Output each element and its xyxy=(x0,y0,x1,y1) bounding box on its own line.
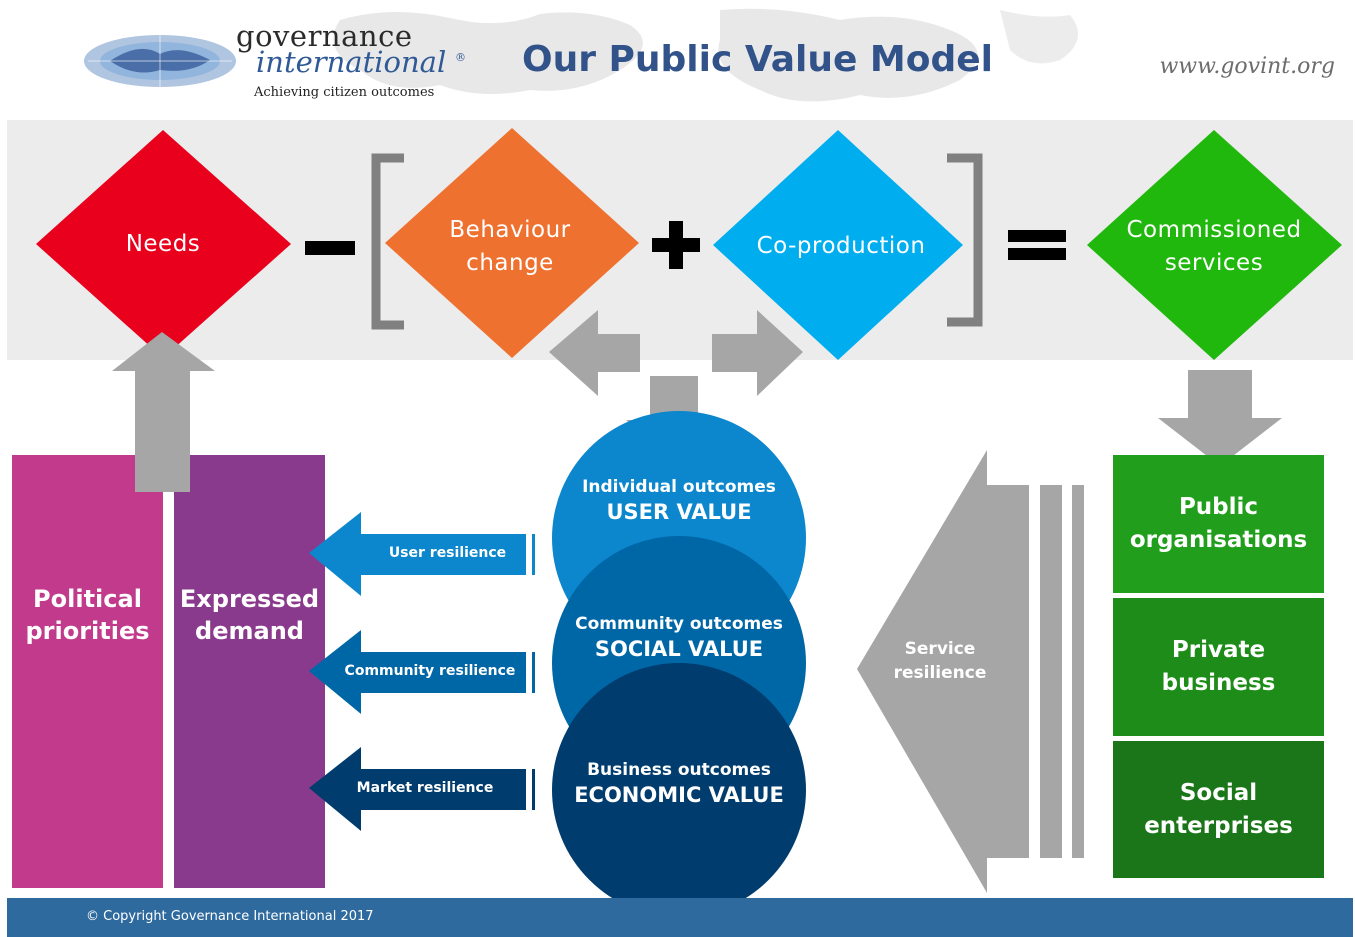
social-value-text: SOCIAL VALUE xyxy=(594,637,764,661)
individual-outcomes-text: Individual outcomes xyxy=(582,477,776,497)
service-resilience-label: Service resilience xyxy=(893,639,987,683)
social-enterprises-label: Social enterprises xyxy=(1144,779,1293,839)
equals-sign xyxy=(1008,230,1066,260)
user-value-label: Individual outcomes USER VALUE xyxy=(554,476,804,526)
needs-label: Needs xyxy=(125,230,201,257)
political-priorities-label: Political priorities xyxy=(25,585,150,645)
user-resilience-arrow xyxy=(309,512,535,596)
business-outcomes-text: Business outcomes xyxy=(587,760,771,780)
right-bracket xyxy=(947,153,983,327)
community-resilience-label: Community resilience xyxy=(344,663,516,679)
up-arrow-to-needs xyxy=(112,332,215,492)
logo-registered-mark: ® xyxy=(455,51,466,64)
behaviour-change-label: Behaviour change xyxy=(449,217,571,276)
behaviour-diamond xyxy=(385,128,639,358)
social-value-label: Community outcomes SOCIAL VALUE xyxy=(554,613,804,663)
coproduction-diamond xyxy=(713,130,963,360)
community-resilience-arrow xyxy=(309,630,535,714)
commissioned-services-label: Commissioned services xyxy=(1126,217,1302,276)
user-resilience-label: User resilience xyxy=(388,545,507,561)
commissioned-diamond xyxy=(1087,130,1342,360)
website-url[interactable]: www.govint.org xyxy=(1159,54,1335,79)
down-arrow-commissioned xyxy=(1158,370,1282,466)
logo-text-international: international xyxy=(256,45,447,79)
user-value-text: USER VALUE xyxy=(606,500,752,524)
coproduction-label: Co-production xyxy=(756,232,926,259)
needs-diamond xyxy=(36,130,291,358)
expressed-demand-column xyxy=(174,455,325,888)
minus-sign xyxy=(305,241,355,255)
community-outcomes-text: Community outcomes xyxy=(575,614,783,634)
private-business-box xyxy=(1113,598,1324,736)
public-organisations-label: Public organisations xyxy=(1129,494,1308,553)
plus-sign xyxy=(652,221,700,269)
market-resilience-label: Market resilience xyxy=(356,780,494,796)
social-enterprises-box xyxy=(1113,741,1324,878)
header: governance international ® Achieving cit… xyxy=(0,0,1355,120)
logo-tagline: Achieving citizen outcomes xyxy=(254,85,435,100)
market-resilience-arrow xyxy=(309,747,535,831)
copyright-text: © Copyright Governance International 201… xyxy=(86,909,374,924)
economic-value-circle xyxy=(552,663,806,917)
economic-value-label: Business outcomes ECONOMIC VALUE xyxy=(554,759,804,809)
logo-text-governance: governance xyxy=(236,19,413,53)
economic-value-text: ECONOMIC VALUE xyxy=(574,783,784,807)
globe-logo-icon xyxy=(84,35,236,87)
left-bracket xyxy=(371,153,404,330)
political-priorities-column xyxy=(12,455,163,888)
expressed-demand-label: Expressed demand xyxy=(179,585,320,645)
left-arrow-grey xyxy=(549,310,640,396)
private-business-label: Private business xyxy=(1161,637,1276,696)
footer-bar xyxy=(7,898,1353,937)
world-map-background xyxy=(333,8,1078,102)
right-arrow-grey xyxy=(712,310,803,396)
public-organisations-box xyxy=(1113,455,1324,593)
page-title: Our Public Value Model xyxy=(521,39,994,80)
service-resilience-arrow xyxy=(857,450,1084,893)
